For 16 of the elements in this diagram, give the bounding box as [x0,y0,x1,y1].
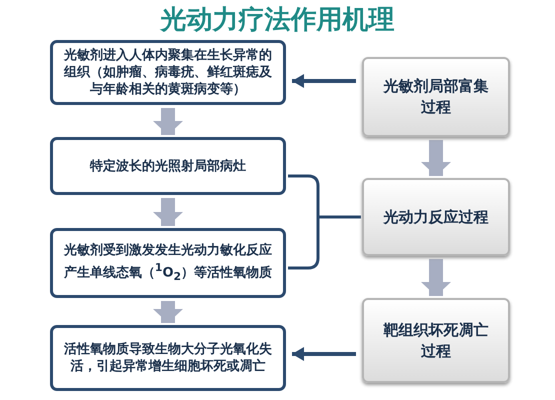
arrow [421,259,451,296]
step-box: 光敏剂受到激发发生光动力敏化反应产生单线态氧（$^{1}$O$_{2}$）等活性氧物质 [50,228,286,298]
step-box: 特定波长的光照射局部病灶 [50,137,286,195]
arrow [153,301,183,323]
stage-box: 靶组织坏死凋亡过程 [362,298,510,383]
stage-box: 光敏剂局部富集过程 [362,57,510,137]
arrow [153,198,183,226]
stage-box: 光动力反应过程 [362,178,510,256]
arrow [292,74,356,88]
arrow [153,108,183,135]
step-box: 光敏剂进入人体内聚集在生长异常的组织（如肿瘤、病毒疣、鲜红斑痣及与年龄相关的黄斑病变等） [50,40,286,105]
arrow [292,347,356,361]
step-box: 活性氧物质导致生物大分子光氧化失活，引起异常增生细胞坏死或凋亡 [50,325,286,391]
arrow [421,140,451,176]
diagram-title: 光动力疗法作用机理 [158,4,396,37]
bracket-connector [288,216,361,270]
